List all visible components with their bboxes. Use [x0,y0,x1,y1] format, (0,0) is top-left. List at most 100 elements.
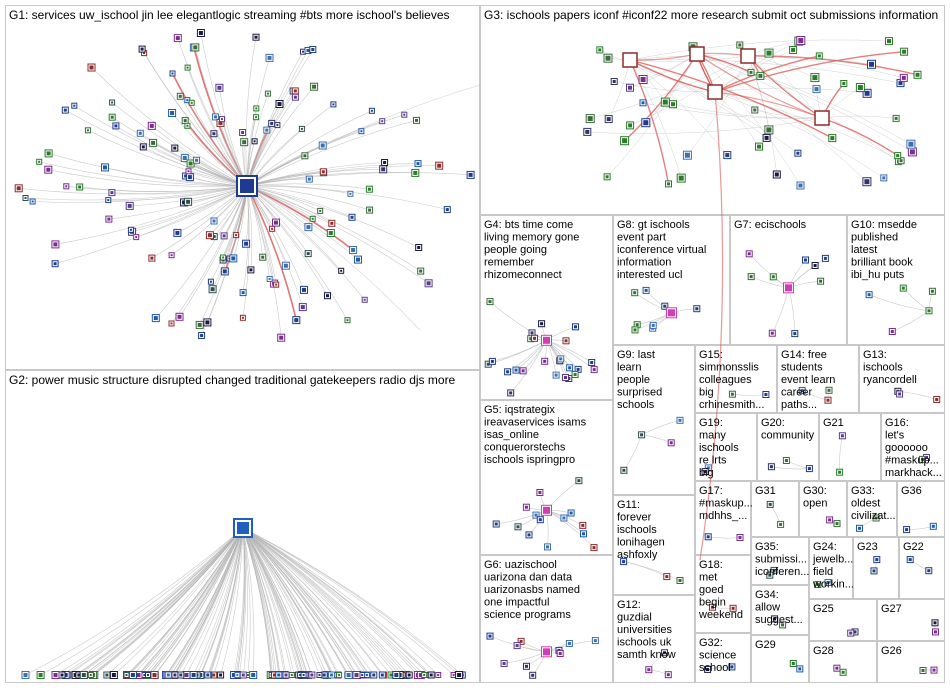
g3-node-50-fill [882,176,886,180]
g1-node-146-fill [16,186,21,191]
g3-node-41-fill [901,75,906,80]
g6-hub-node-fill [543,648,550,656]
g2-edge-100 [106,527,244,676]
g2-edge-4 [242,527,392,676]
g2-edge-124 [132,527,244,676]
g3-node-34-fill [857,85,863,90]
g1-edge-103 [111,185,248,195]
group-box-g3 [480,5,945,215]
g1-node-137-fill [200,334,204,337]
g1-edge-10 [55,185,248,245]
g1-node-62-fill [279,335,284,340]
g1-node-32-fill [178,94,182,98]
g6-node-2-fill [567,642,571,645]
g1-edge-38 [108,185,248,201]
g1-node-64-fill [218,120,223,125]
g1-node-130-fill [173,146,177,150]
g2-edge-80 [242,527,332,676]
g7-node-8-fill [823,256,827,260]
g1-node-4-fill [294,318,299,323]
g35-node-1-fill [768,573,772,577]
g2-edge-129 [242,527,304,676]
g1-node-125-fill [195,158,198,162]
g5-node-10-fill [581,523,585,527]
g3-node-49-fill [738,43,742,47]
g1-node-18-fill [111,101,114,104]
g1-edge-129 [179,185,248,317]
g3-node-13-fill [909,149,915,155]
g8-node-1-fill [635,323,639,327]
g3-node-47-fill [796,151,800,155]
g11-edge-1 [623,561,667,577]
g3-edge-3 [696,53,899,162]
g1-node-106-fill [340,269,343,272]
group-box-g36 [897,481,945,537]
g1-edge-98 [130,185,248,231]
g1-node-96-fill [275,283,278,286]
g1-node-73-fill [302,50,304,53]
g5-node-13-fill [538,518,542,522]
g1-node-118-fill [241,131,245,134]
g2-edge-112 [126,527,244,676]
g3-node-23-fill [908,141,914,147]
g15-edge-1 [732,393,766,396]
g2-node-21-fill [251,673,256,677]
g2-edge-85 [242,527,313,676]
g1-edge-76 [104,167,248,187]
g1-node-119-fill [186,199,191,204]
group-label-g26: G26 [881,645,902,657]
g2-node-4-fill [389,673,393,677]
g18-node-1-fill [711,605,714,609]
g2-node-91-fill [60,673,64,677]
g2-node-118-fill [136,673,141,677]
g2-edge-64 [78,527,244,676]
g2-edge-116 [200,527,244,676]
g1-node-145-fill [65,185,68,188]
g3-node-20-fill [899,159,903,163]
g25-node-1-fill [849,631,853,635]
g7-node-2-fill [770,331,774,335]
g3-node-38-fill [798,183,803,188]
group-box-g17 [695,481,751,555]
g1-node-104-fill [184,174,188,178]
g4-node-19-fill [540,322,544,326]
g3-node-9-fill [894,116,898,120]
g4-node-11-fill [554,373,558,377]
g1-edge-41 [246,57,270,187]
g1-node-33-fill [212,132,216,136]
g2-edge-19 [186,527,244,676]
g36-node-1-fill [905,528,909,532]
g1-node-11-fill [46,151,51,156]
g1-node-100-fill [276,124,279,127]
g4-node-8-fill [490,359,494,363]
g2-node-19-fill [184,673,189,677]
g1-node-103-fill [110,191,114,195]
g1-edge-117 [177,38,248,187]
g1-node-144-fill [207,233,212,238]
group-label-g1: G1: services uw_ischool jin lee elegantl… [9,8,450,22]
g2-node-128-fill [429,673,433,677]
g27-node-0-fill [934,630,937,634]
g23-node-1-fill [872,569,876,573]
g2-edge-118 [138,527,244,676]
g1-edge-128 [246,185,419,248]
group-box-g35 [751,537,809,585]
g2-edge-114 [55,527,244,676]
g1-node-122-fill [367,187,371,191]
g1-edge-20 [25,185,248,201]
g1-edge-67 [246,185,353,218]
group-label-g28: G28 [813,645,834,657]
g1-node-14-fill [53,262,57,266]
g5-node-11-fill [569,511,573,515]
group-box-g25 [809,599,877,641]
g5-node-4-fill [546,545,549,549]
g3-node-10-fill [864,90,870,96]
g1-node-63-fill [153,316,158,321]
group-box-g21 [819,413,881,481]
g1-hub-node-fill [240,179,254,193]
g2-edge-16 [25,527,244,676]
g1-node-67-fill [350,215,354,219]
g1-edge-62 [246,185,282,338]
